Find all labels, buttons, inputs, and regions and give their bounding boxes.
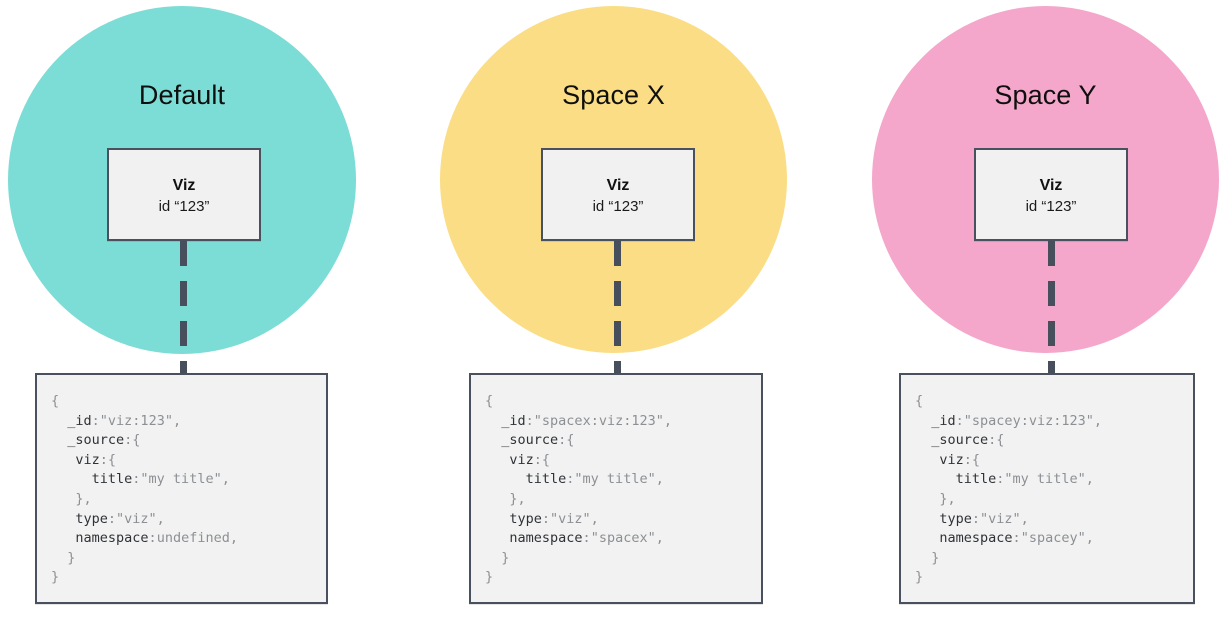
viz-node-default: Viz id “123” xyxy=(107,148,261,241)
namespace-column-spacex: Space X Viz id “123” { _id:"spacex:viz:1… xyxy=(430,0,840,622)
document-code-panel-spacey: { _id:"spacey:viz:123", _source:{ viz:{ … xyxy=(899,373,1195,604)
viz-node-id: id “123” xyxy=(158,198,210,215)
viz-node-id: id “123” xyxy=(592,198,644,215)
viz-node-title: Viz xyxy=(606,177,630,194)
viz-node-spacex: Viz id “123” xyxy=(541,148,695,241)
space-label-spacey: Space Y xyxy=(994,80,1097,110)
code-text-spacey: { _id:"spacey:viz:123", _source:{ viz:{ … xyxy=(915,393,1102,586)
code-text-spacex: { _id:"spacex:viz:123", _source:{ viz:{ … xyxy=(485,393,672,586)
code-text-default: { _id:"viz:123", _source:{ viz:{ title:"… xyxy=(51,393,238,586)
viz-node-title: Viz xyxy=(1039,177,1063,194)
space-label-default: Default xyxy=(138,80,226,110)
document-code-panel-spacex: { _id:"spacex:viz:123", _source:{ viz:{ … xyxy=(469,373,763,604)
namespace-column-default: Default Viz id “123” { _id:"viz:123", _s… xyxy=(0,0,410,622)
viz-node-id: id “123” xyxy=(1025,198,1077,215)
dashed-connector-icon xyxy=(180,241,187,374)
document-code-panel-default: { _id:"viz:123", _source:{ viz:{ title:"… xyxy=(35,373,328,604)
viz-node-title: Viz xyxy=(172,177,196,194)
viz-node-spacey: Viz id “123” xyxy=(974,148,1128,241)
space-label-spacex: Space X xyxy=(562,80,665,110)
dashed-connector-icon xyxy=(1048,241,1055,374)
space-circle-spacex: Space X xyxy=(440,6,787,353)
namespace-column-spacey: Space Y Viz id “123” { _id:"spacey:viz:1… xyxy=(862,0,1228,622)
dashed-connector-icon xyxy=(614,241,621,374)
